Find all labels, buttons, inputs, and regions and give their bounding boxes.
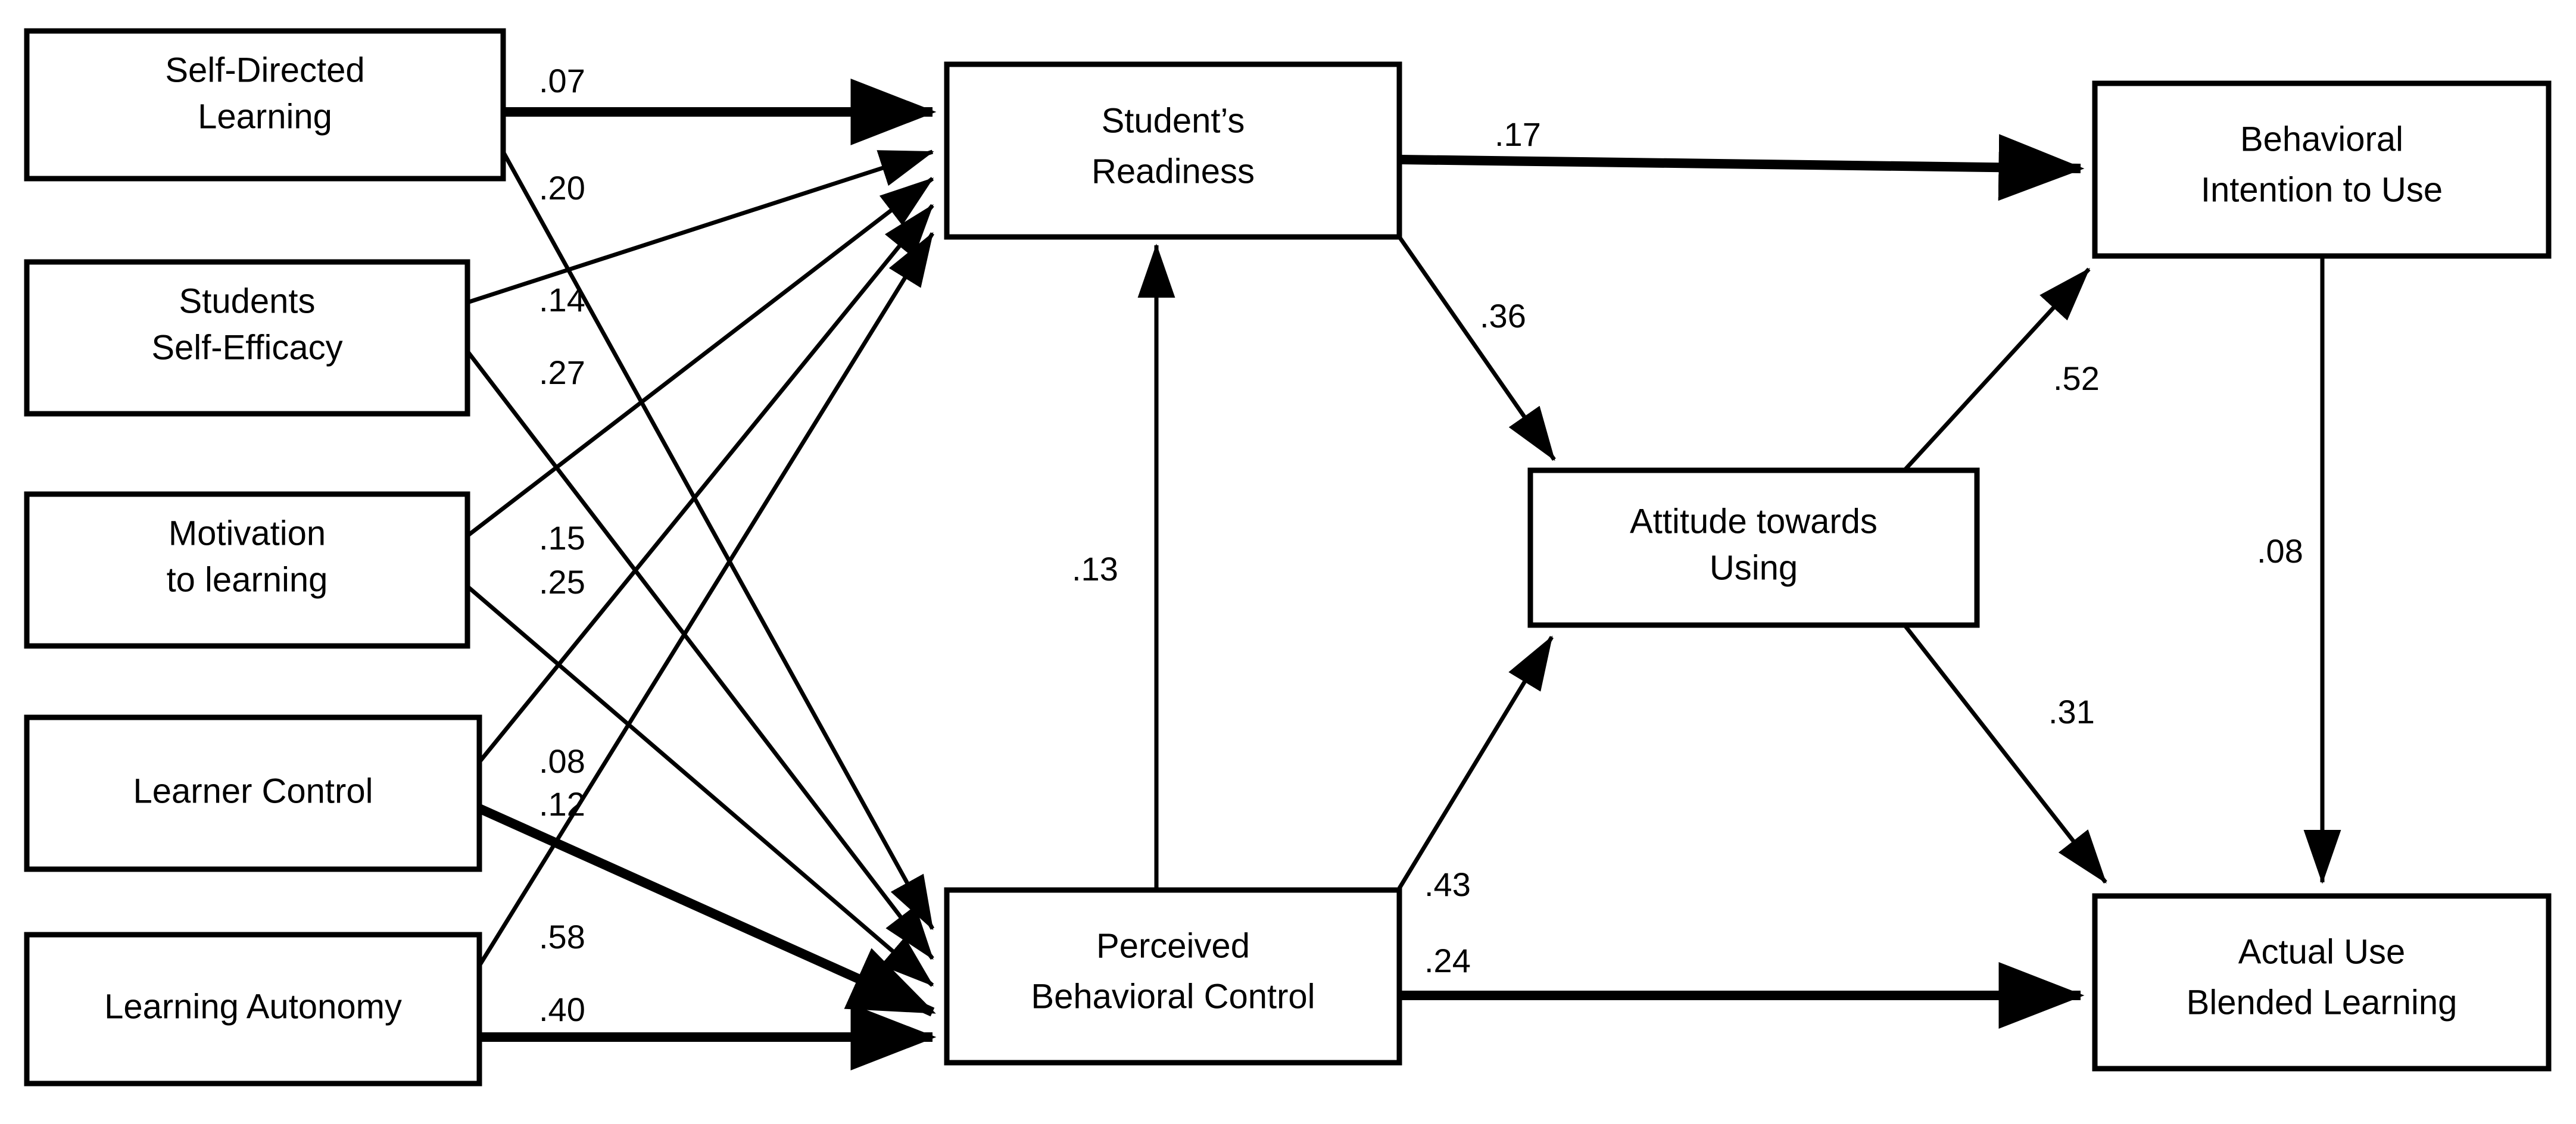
node-label-line1: Behavioral	[2240, 120, 2403, 158]
node-label-line2: Behavioral Control	[1031, 977, 1315, 1016]
coef-lc-readiness: .08	[539, 742, 585, 780]
node-label-line1: Students	[179, 282, 316, 320]
coef-mtl-pbc: .25	[539, 563, 585, 601]
node-self-directed-learning[interactable]: Self-Directed Learning	[24, 28, 506, 182]
node-label-line1: Learning Autonomy	[104, 987, 402, 1026]
coef-sse-readiness: .14	[539, 281, 585, 319]
path-sse-to-readiness	[466, 149, 934, 305]
coef-sdl-readiness: .07	[539, 62, 585, 99]
path-attitude-to-intention	[1904, 267, 2091, 471]
node-box	[944, 887, 1402, 1066]
node-box	[1527, 467, 1980, 628]
path-readiness-to-intention	[1400, 134, 2085, 201]
node-box	[24, 714, 482, 872]
coef-lc-pbc: .12	[539, 785, 585, 823]
node-actual-use-blended-learning[interactable]: Actual Use Blended Learning	[2092, 893, 2552, 1072]
coef-readiness-attitude: .36	[1480, 297, 1526, 335]
coef-readiness-intention: .17	[1495, 115, 1541, 153]
node-label-line2: Intention to Use	[2201, 170, 2443, 209]
node-attitude-towards-using[interactable]: Attitude towards Using	[1527, 467, 1980, 628]
node-learning-autonomy[interactable]: Learning Autonomy	[24, 932, 482, 1086]
coef-pbc-readiness: .13	[1072, 550, 1118, 588]
node-box	[24, 259, 470, 417]
path-lc-to-readiness	[478, 204, 934, 764]
node-box	[2092, 80, 2552, 259]
node-label-line1: Actual Use	[2238, 932, 2405, 971]
node-students-self-efficacy[interactable]: Students Self-Efficacy	[24, 259, 470, 417]
node-label-line2: to learning	[167, 560, 328, 599]
coef-intention-actualuse: .08	[2257, 532, 2303, 570]
coef-sdl-pbc: .20	[539, 169, 585, 207]
node-box	[24, 491, 470, 649]
node-learner-control[interactable]: Learner Control	[24, 714, 482, 872]
coef-pbc-actualuse: .24	[1424, 942, 1471, 979]
coef-attitude-intention: .52	[2053, 360, 2100, 397]
path-pbc-to-attitude	[1398, 635, 1554, 889]
node-box	[944, 61, 1402, 240]
node-students-readiness[interactable]: Student’s Readiness	[944, 61, 1402, 240]
path-lc-to-pbc	[477, 804, 936, 1017]
node-perceived-behavioral-control[interactable]: Perceived Behavioral Control	[944, 887, 1402, 1066]
node-label-line1: Motivation	[169, 514, 326, 552]
node-box	[24, 932, 482, 1086]
node-box	[2092, 893, 2552, 1072]
node-motivation-to-learning[interactable]: Motivation to learning	[24, 491, 470, 649]
node-label-line2: Learning	[198, 97, 332, 136]
node-label-line1: Perceived	[1096, 926, 1250, 965]
path-mtl-to-readiness	[466, 177, 934, 538]
coef-attitude-actualuse: .31	[2048, 693, 2095, 730]
node-box	[24, 28, 506, 182]
path-readiness-to-attitude	[1398, 236, 1556, 461]
path-sdl-to-pbc	[501, 151, 935, 931]
node-label-line1: Learner Control	[133, 772, 373, 810]
node-label-line2: Blended Learning	[2187, 983, 2458, 1022]
coef-mtl-readiness: .15	[539, 519, 585, 557]
path-sse-to-pbc	[466, 349, 934, 960]
node-behavioral-intention-to-use[interactable]: Behavioral Intention to Use	[2092, 80, 2552, 259]
coef-pbc-attitude: .43	[1424, 866, 1471, 903]
node-label-line2: Using	[1710, 548, 1798, 587]
path-mtl-to-pbc	[466, 585, 934, 987]
node-label-line2: Self-Efficacy	[151, 328, 342, 367]
node-label-line2: Readiness	[1091, 152, 1255, 191]
node-label-line1: Attitude towards	[1630, 502, 1878, 541]
coef-sse-pbc: .27	[539, 354, 585, 391]
coef-la-pbc: .40	[539, 991, 585, 1028]
node-label-line1: Student’s	[1102, 101, 1245, 140]
path-attitude-to-actualuse	[1904, 625, 2107, 884]
coef-la-readiness: .58	[539, 918, 585, 956]
node-label-line1: Self-Directed	[165, 51, 364, 89]
